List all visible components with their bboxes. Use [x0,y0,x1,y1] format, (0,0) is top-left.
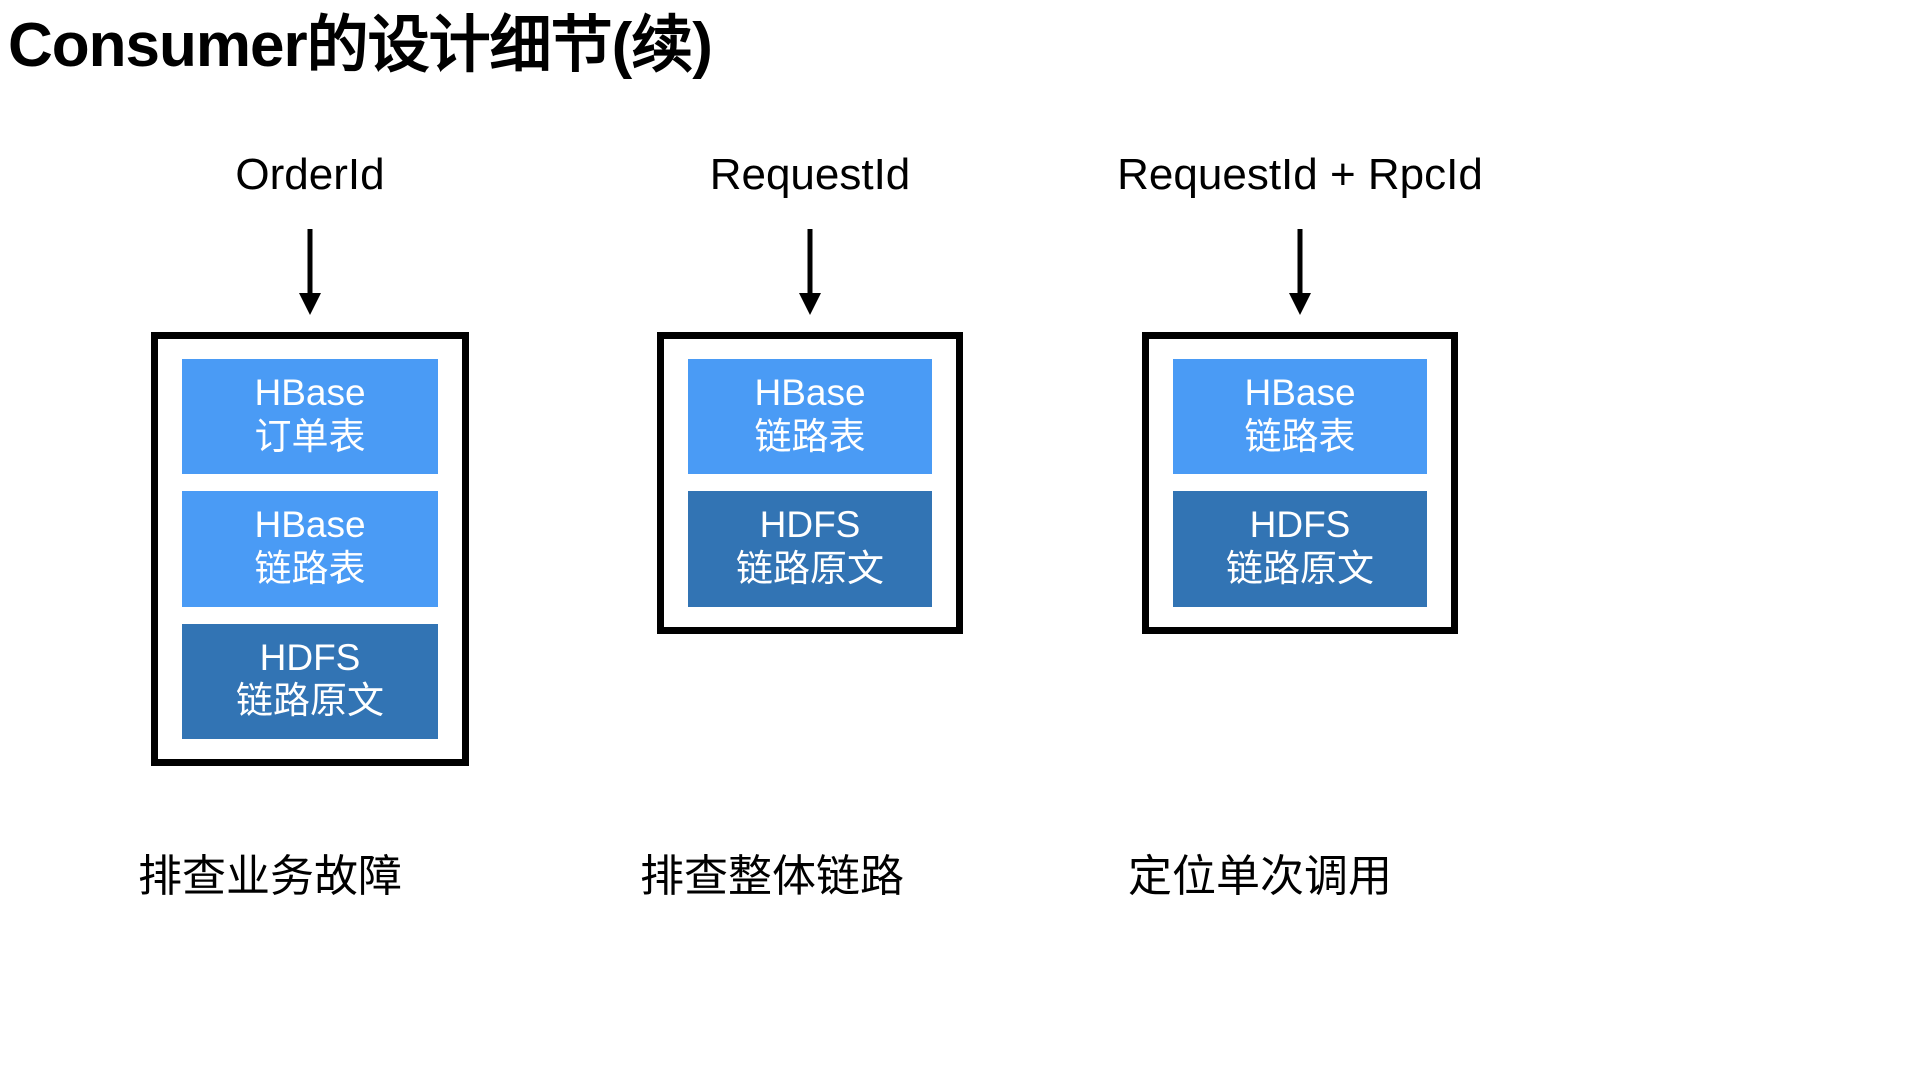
down-arrow-icon [299,229,321,315]
store-box: HBase 链路表 [1173,359,1427,475]
storage-stack-frame: HBase 订单表 HBase 链路表 HDFS 链路原文 [151,332,469,766]
store-box-name: HDFS [1249,504,1351,546]
store-box: HBase 链路表 [688,359,932,475]
column-caption-orderid: 排查业务故障 [138,852,402,901]
store-box-desc: 链路原文 [236,680,384,722]
down-arrow-icon [799,229,821,315]
store-box: HDFS 链路原文 [182,623,438,739]
store-box-desc: 链路表 [1244,415,1356,457]
column-caption-requestid: 排查整体链路 [640,852,904,901]
column-header-orderid: OrderId [235,150,385,199]
page-title: Consumer的设计细节(续) [8,11,713,80]
arrow-container [799,222,821,322]
store-box-desc: 订单表 [254,415,366,457]
arrow-container [299,222,321,322]
column-header-requestid: RequestId [709,150,911,199]
arrow-head [799,293,821,315]
store-box-desc: 链路原文 [1226,547,1374,589]
store-box-name: HDFS [259,636,361,678]
arrow-shaft [307,229,313,297]
column-header-requestid-rpcid: RequestId + RpcId [1117,150,1483,199]
arrow-head [299,293,321,315]
arrow-shaft [1297,229,1303,297]
column-caption-requestid-rpcid: 定位单次调用 [1128,852,1392,901]
store-box-desc: 链路表 [754,415,866,457]
storage-stack-frame: HBase 链路表 HDFS 链路原文 [657,332,963,634]
diagram-column-orderid: OrderId HBase 订单表 HBase 链路表 HDFS 链路原文 [100,150,520,766]
store-box-name: HBase [254,504,366,546]
store-box: HBase 订单表 [182,359,438,475]
store-box: HBase 链路表 [182,491,438,607]
store-box-name: HBase [1244,372,1356,413]
store-box-desc: 链路表 [254,547,366,589]
store-box: HDFS 链路原文 [688,491,932,607]
store-box-name: HDFS [759,504,861,546]
arrow-shaft [807,229,813,297]
diagram-column-requestid: RequestId HBase 链路表 HDFS 链路原文 [600,150,1020,634]
arrow-head [1289,293,1311,315]
diagram-column-requestid-rpcid: RequestId + RpcId HBase 链路表 HDFS 链路原文 [1090,150,1510,634]
arrow-container [1289,222,1311,322]
store-box-desc: 链路原文 [736,547,884,589]
store-box: HDFS 链路原文 [1173,491,1427,607]
store-box-name: HBase [254,372,366,413]
down-arrow-icon [1289,229,1311,315]
storage-stack-frame: HBase 链路表 HDFS 链路原文 [1142,332,1458,634]
store-box-name: HBase [754,372,866,413]
